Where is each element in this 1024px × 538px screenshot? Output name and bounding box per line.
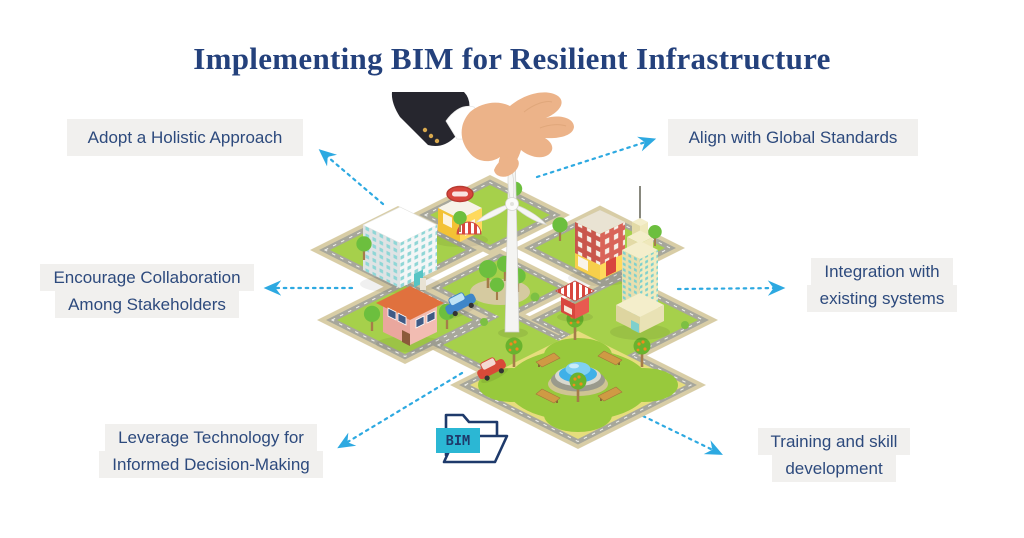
callout-label: Adopt a Holistic Approach <box>66 119 304 156</box>
bim-folder-label: BIM <box>446 433 470 449</box>
car-red <box>477 357 509 384</box>
dotted-arrow-bottom-right <box>641 414 723 455</box>
building-house <box>376 278 444 352</box>
bush <box>530 292 540 302</box>
callout-leverage-technology: Leverage Technology for Informed Decisio… <box>85 424 337 478</box>
callout-align-standards: Align with Global Standards <box>665 119 921 156</box>
dotted-arrow-top-left <box>318 149 385 206</box>
skyscraper-door <box>631 320 639 333</box>
callout-encourage-collaboration: Encourage Collaboration Among Stakeholde… <box>32 264 262 318</box>
callout-label: Integration with <box>811 258 953 285</box>
callout-integration-systems: Integration with existing systems <box>796 258 968 312</box>
businessman-hand-icon <box>391 92 574 177</box>
callout-label: existing systems <box>806 285 958 312</box>
callout-label: Training and skill <box>757 428 911 455</box>
hand <box>461 92 574 172</box>
callout-adopt-holistic: Adopt a Holistic Approach <box>64 119 306 156</box>
connector-arrows <box>263 136 786 455</box>
building-brick-apartment <box>568 210 632 286</box>
callout-label: Encourage Collaboration <box>40 264 254 291</box>
callout-training-development: Training and skill development <box>737 428 931 482</box>
bush <box>480 318 488 326</box>
wind-turbine-icon <box>474 163 549 338</box>
kiosk-awning <box>555 280 595 302</box>
house-door <box>402 330 410 346</box>
bim-folder-icon: BIM <box>436 413 509 464</box>
dotted-arrow-bottom-left <box>337 371 464 449</box>
callout-label: Align with Global Standards <box>667 119 919 156</box>
page-title: Implementing BIM for Resilient Infrastru… <box>193 40 831 76</box>
callout-label: Among Stakeholders <box>55 291 239 318</box>
dotted-arrow-mid-right <box>676 280 786 296</box>
car-blue <box>445 292 479 319</box>
building-shop <box>432 185 488 247</box>
suit-sleeve <box>391 92 470 146</box>
market-kiosk <box>555 280 595 322</box>
bush <box>681 321 689 329</box>
dotted-arrow-top-right <box>535 136 657 179</box>
thumb <box>494 156 519 177</box>
callout-label: Informed Decision-Making <box>99 451 323 478</box>
callout-label: Leverage Technology for <box>105 424 317 451</box>
city-park <box>470 310 686 439</box>
building-skyscraper <box>610 186 670 340</box>
callout-label: development <box>772 455 896 482</box>
shop-awning <box>456 221 482 235</box>
